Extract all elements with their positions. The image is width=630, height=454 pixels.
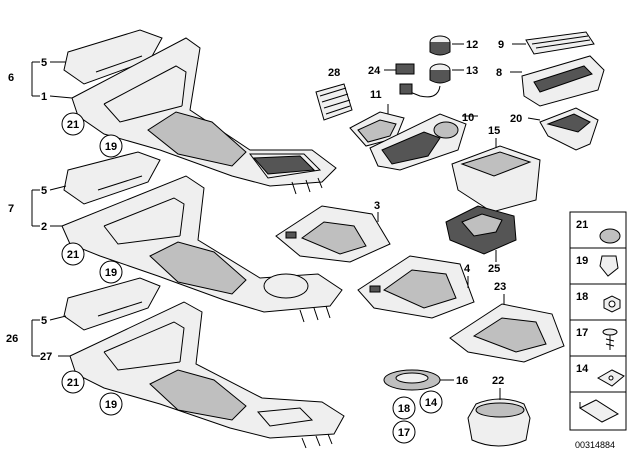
- callout-18: 18: [398, 403, 410, 415]
- page-fold-icon: [578, 399, 620, 423]
- clip-icon: [599, 255, 619, 277]
- trim-assembly-26: [63, 277, 345, 449]
- callout-13: 13: [466, 65, 478, 77]
- grille-28: [315, 83, 353, 121]
- callout-17: 17: [398, 427, 410, 439]
- callout-4: 4: [464, 263, 471, 275]
- legend-label-14: 14: [576, 363, 589, 375]
- callout-5c: 5: [41, 315, 47, 327]
- callout-24: 24: [368, 65, 381, 77]
- callout-6: 6: [8, 72, 14, 84]
- callout-25: 25: [488, 263, 500, 275]
- callout-14: 14: [425, 397, 438, 409]
- callout-22: 22: [492, 375, 504, 387]
- callout-3: 3: [374, 200, 380, 212]
- callout-9: 9: [498, 39, 504, 51]
- cover-lid-5b: [63, 151, 161, 205]
- callout-8: 8: [496, 67, 502, 79]
- callout-20: 20: [510, 113, 522, 125]
- callout-28: 28: [328, 67, 340, 79]
- callout-11: 11: [370, 89, 382, 101]
- callout-16: 16: [456, 375, 468, 387]
- document-id: 00314884: [575, 440, 615, 450]
- callout-19b: 19: [105, 267, 117, 279]
- callout-27: 27: [40, 351, 52, 363]
- callout-19c: 19: [105, 399, 117, 411]
- right-top-parts: 9 8 20 15: [451, 31, 605, 213]
- callout-21b: 21: [67, 249, 79, 261]
- plug-icon: [599, 228, 621, 244]
- legend-label-18: 18: [576, 291, 588, 303]
- center-middle-parts: 3 4 25 23 16 18 14 17 22: [275, 200, 565, 447]
- callout-5a: 5: [41, 57, 47, 69]
- trim-panel-27: [69, 301, 345, 439]
- callout-21c: 21: [67, 377, 79, 389]
- callout-2: 2: [41, 221, 47, 233]
- callout-19a: 19: [105, 141, 117, 153]
- left-callouts: 6 5 1 7 5 2 26 5 27 21 19 21 19 21 19: [6, 57, 123, 416]
- legend-label-17: 17: [576, 327, 588, 339]
- legend-label-19: 19: [576, 255, 588, 267]
- callout-23: 23: [494, 281, 506, 293]
- callout-5b: 5: [41, 185, 47, 197]
- callout-12: 12: [466, 39, 478, 51]
- callout-21a: 21: [67, 119, 79, 131]
- trim-assembly-6: [63, 29, 337, 195]
- callout-1: 1: [41, 91, 47, 103]
- callout-15: 15: [488, 125, 500, 137]
- parts-legend: 21 19 18 17 14: [569, 211, 627, 431]
- screw-icon: [602, 328, 618, 336]
- callout-10: 10: [462, 112, 474, 124]
- callout-7: 7: [8, 203, 14, 215]
- callout-26: 26: [6, 333, 18, 345]
- center-top-parts: 28 24 12 13 11 10: [315, 35, 478, 171]
- trim-assembly-7: [61, 151, 343, 323]
- legend-label-21: 21: [576, 219, 588, 231]
